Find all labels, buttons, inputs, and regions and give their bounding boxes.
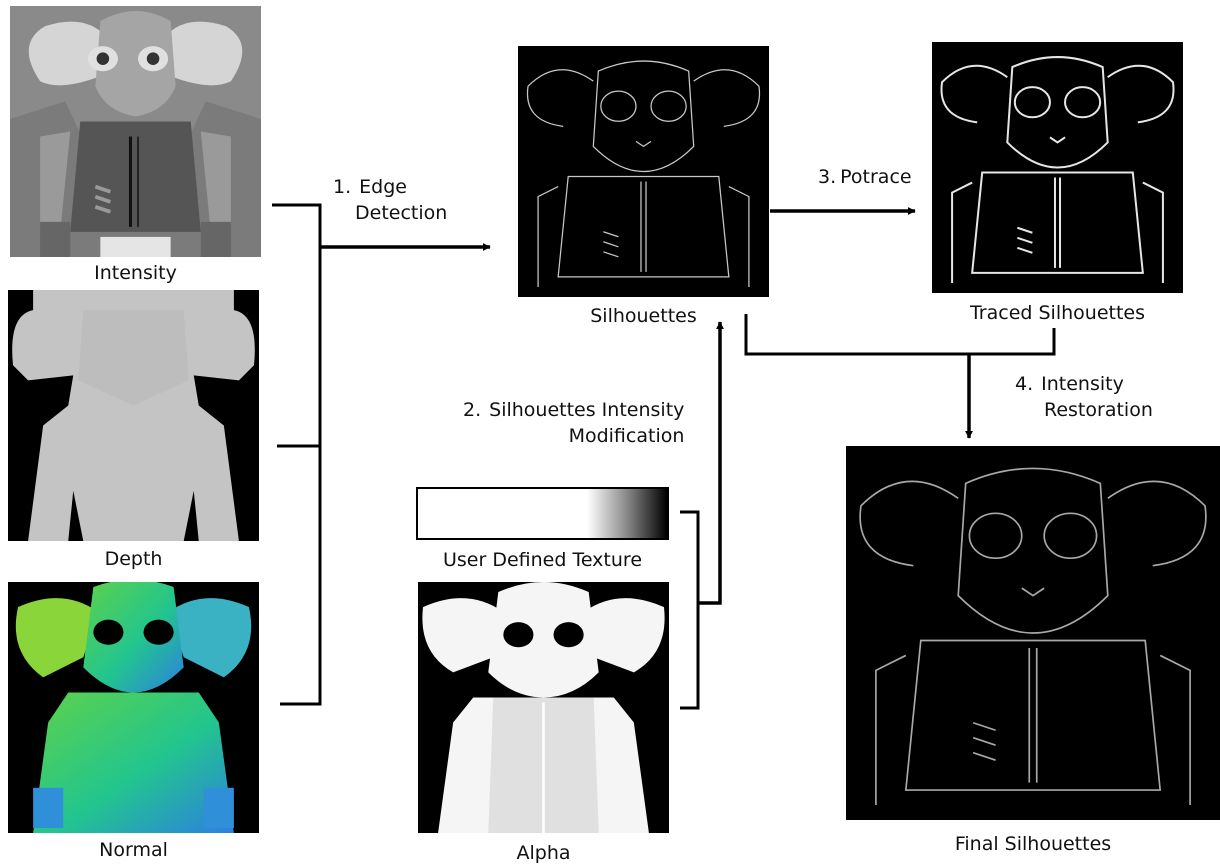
final-silhouettes-image [846, 446, 1220, 820]
restoration-merge [744, 314, 1056, 356]
intensity-modification-arrow [698, 321, 724, 605]
step-4-label: 4. Intensity Restoration [1015, 371, 1153, 423]
final-silhouettes-caption: Final Silhouettes [954, 833, 1112, 855]
depth-caption: Depth [104, 548, 163, 570]
step-3-number: 3. [818, 166, 837, 188]
traced-silhouettes-image [932, 42, 1183, 293]
silhouettes-image [518, 46, 769, 297]
traced-silhouettes-caption: Traced Silhouettes [969, 302, 1145, 324]
step-2-line2: Modification [568, 425, 685, 447]
intensity-caption: Intensity [94, 262, 177, 284]
silhouettes-caption: Silhouettes [590, 305, 697, 327]
inputs-bracket [272, 203, 322, 706]
alpha-image [418, 582, 669, 833]
step-2-label: 2. Silhouettes Intensity Modification [463, 397, 684, 449]
step-1-line2: Detection [355, 202, 448, 224]
intensity-image [10, 6, 261, 257]
step-3-label: 3.Potrace [818, 164, 912, 190]
step-4-number: 4. [1015, 373, 1034, 395]
step-3-line1: Potrace [840, 166, 912, 188]
step-1-number: 1. [333, 176, 352, 198]
normal-image [8, 582, 259, 833]
step-4-line2: Restoration [1044, 399, 1153, 421]
step-1-line1: Edge [359, 176, 407, 198]
normal-caption: Normal [99, 839, 168, 861]
user-defined-texture-image [416, 487, 669, 540]
depth-image [8, 290, 259, 541]
step-1-label: 1. Edge Detection [333, 174, 447, 226]
alpha-caption: Alpha [516, 842, 571, 864]
step-2-number: 2. [463, 399, 482, 421]
user-defined-texture-caption: User Defined Texture [442, 549, 643, 571]
texture-alpha-bracket [680, 510, 700, 710]
step-2-line1: Silhouettes Intensity [489, 399, 685, 421]
step-4-line1: Intensity [1041, 373, 1124, 395]
